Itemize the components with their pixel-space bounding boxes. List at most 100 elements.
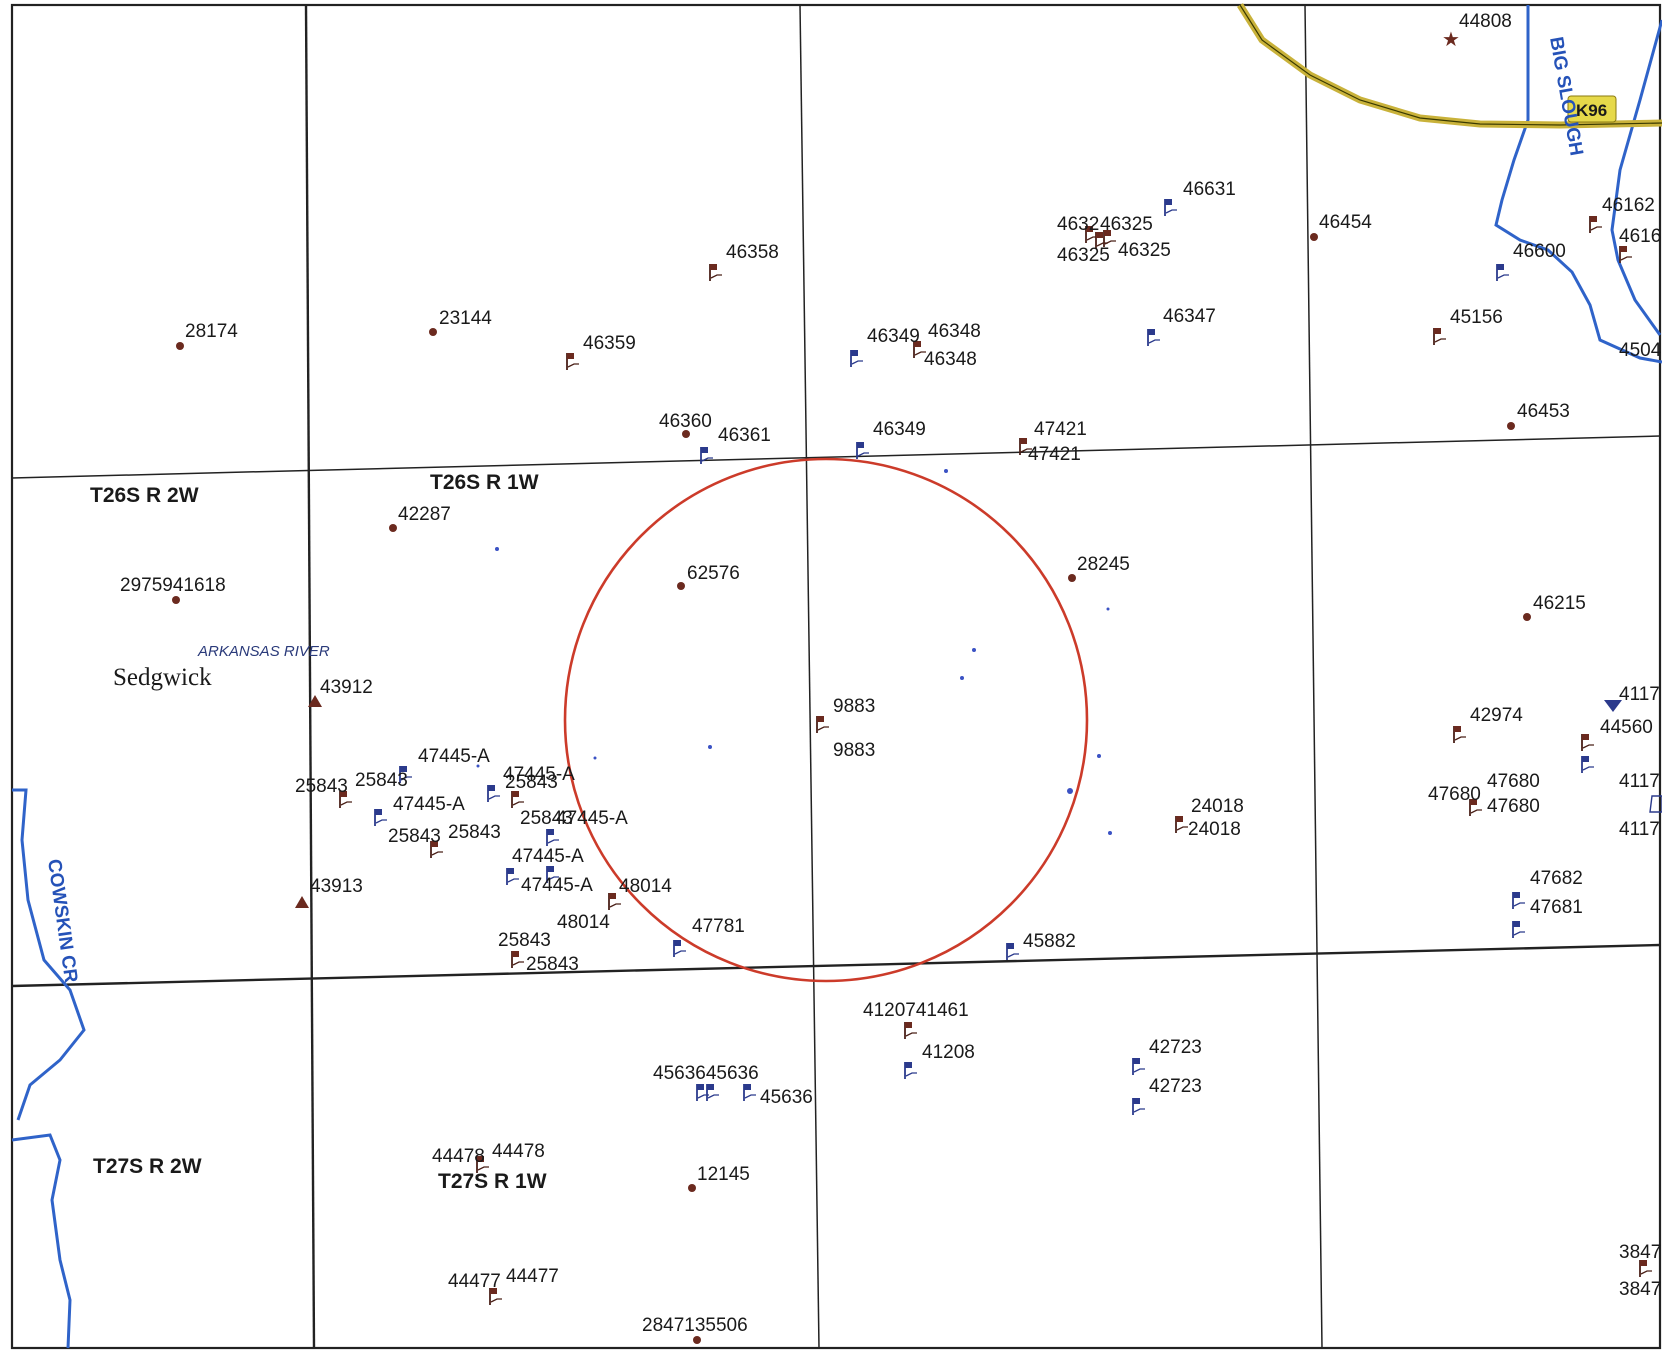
speck (944, 469, 948, 473)
well-dot-icon (389, 524, 397, 532)
well-label: 25843 (526, 954, 579, 975)
section-line-h1 (11, 435, 1661, 479)
well-label: 42723 (1149, 1076, 1202, 1097)
highway-shield (1567, 95, 1617, 123)
well-label: 46349 (867, 326, 920, 347)
well-dot-icon (688, 1184, 696, 1192)
well-label: 47445-A (503, 764, 575, 785)
well-label: 4120741461 (863, 1000, 969, 1021)
well-dot-icon (677, 582, 685, 590)
well-label: 48014 (557, 912, 610, 933)
water-features (11, 5, 1662, 1349)
well-label: 41208 (922, 1042, 975, 1063)
well-label: 47680 (1428, 784, 1481, 805)
well-label: 46600 (1513, 241, 1566, 262)
well-label: 46349 (873, 419, 926, 440)
map-frame (10, 3, 1662, 1350)
well-label: 25843 (295, 776, 348, 797)
well-label: 25843 (448, 822, 501, 843)
township-label: T27S R 1W (438, 1170, 547, 1193)
township-label: T26S R 2W (90, 484, 199, 507)
well-label: 4117 (1619, 819, 1660, 840)
well-label: 46454 (1319, 212, 1372, 233)
well-label: 46359 (583, 333, 636, 354)
well-label: 42974 (1470, 705, 1523, 726)
well-label: 24018 (1191, 796, 1244, 817)
well-label: 47781 (692, 916, 745, 937)
well-label: 46215 (1533, 593, 1586, 614)
well-label: 44477 (448, 1271, 501, 1292)
well-label: 44478 (432, 1146, 485, 1167)
well-label: 42287 (398, 504, 451, 525)
well-label: 46361 (718, 425, 771, 446)
cowskin-creek-upper (12, 788, 86, 1121)
well-label: 2975941618 (120, 575, 226, 596)
well-label: 46360 (659, 411, 712, 432)
well-label: 3847 (1619, 1279, 1661, 1300)
county-label: Sedgwick (113, 664, 212, 691)
well-label: 47421 (1034, 419, 1087, 440)
speck (593, 756, 597, 760)
township-label: T27S R 2W (93, 1155, 202, 1178)
section-lines (11, 4, 1661, 1349)
well-label: 46325 (1118, 240, 1171, 261)
well-label: 47681 (1530, 897, 1583, 918)
section-line-v1 (799, 4, 820, 1349)
triangle-icon (295, 896, 309, 908)
well-label: 4563645636 (653, 1063, 759, 1084)
well-dot-icon (1507, 422, 1515, 430)
well-label: 45156 (1450, 307, 1503, 328)
well-label: 47445-A (418, 746, 490, 767)
well-dot-icon (429, 328, 437, 336)
well-label: 47445-A (556, 808, 628, 829)
speck (1097, 754, 1101, 758)
well-label: 4504 (1619, 340, 1662, 361)
highway-k96: K96 (1237, 3, 1662, 129)
well-label: 46348 (924, 349, 977, 370)
well-label: 47421 (1028, 444, 1081, 465)
well-dot-icon (1523, 613, 1531, 621)
well-dot-icon (693, 1336, 701, 1344)
highway-shield-label: K96 (1576, 101, 1607, 120)
well-label: 47682 (1530, 868, 1583, 889)
section-line-v2 (1304, 4, 1323, 1349)
speck (1108, 831, 1112, 835)
well-dot-icon (172, 596, 180, 604)
well-label: 4616 (1619, 226, 1661, 247)
well-label: 43913 (310, 876, 363, 897)
well-label: 9883 (833, 740, 875, 761)
well-label: 28174 (185, 321, 238, 342)
well-label: 47680 (1487, 796, 1540, 817)
river-label: ARKANSAS RIVER (197, 643, 330, 660)
well-label: 25843 (520, 808, 573, 829)
big-slough-branch (1610, 19, 1662, 336)
speck (972, 648, 976, 652)
well-label: 25843 (388, 826, 441, 847)
well-label: 47445-A (393, 794, 465, 815)
well-label: 42723 (1149, 1037, 1202, 1058)
well-label: 44478 (492, 1141, 545, 1162)
well-dot-icon (1068, 574, 1076, 582)
speck (708, 745, 712, 749)
map-specks (476, 469, 1112, 835)
well-label: 46631 (1183, 179, 1236, 200)
well-label: 44560 (1600, 717, 1653, 738)
well-label: 44477 (506, 1266, 559, 1287)
well-label: 46325 (1057, 245, 1110, 266)
cowskin-creek-lower (11, 1133, 72, 1349)
well-label: 47445-A (512, 846, 584, 867)
well-label: 4117 (1619, 684, 1660, 705)
well-label: 23144 (439, 308, 492, 329)
well-label: 47680 (1487, 771, 1540, 792)
township-label: T26S R 1W (430, 471, 539, 494)
well-label: 46453 (1517, 401, 1570, 422)
well-label: 25843 (505, 772, 558, 793)
well-label: 44808 (1459, 11, 1512, 32)
well-label: 24018 (1188, 819, 1241, 840)
well-label: 25843 (498, 930, 551, 951)
search-radius-circle (563, 457, 1089, 983)
well-label: 12145 (697, 1164, 750, 1185)
well-dot-icon (176, 342, 184, 350)
